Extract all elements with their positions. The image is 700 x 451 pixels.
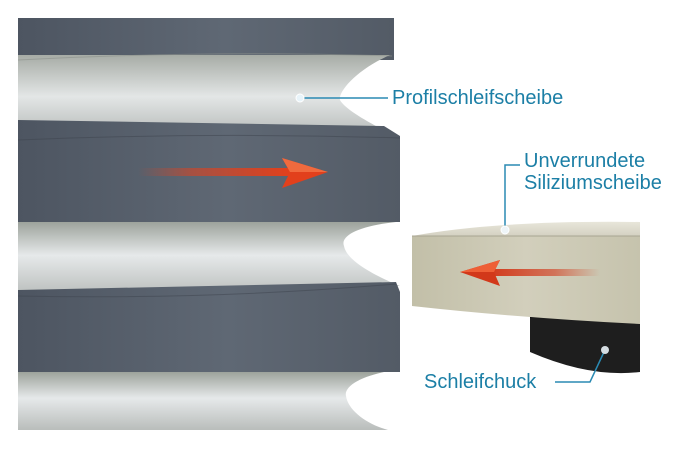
label-grinding-chuck: Schleifchuck xyxy=(424,371,537,393)
label-wafer-line1: Unverrundete xyxy=(524,150,646,172)
label-profile-grinding-wheel: Profilschleifscheibe xyxy=(392,87,564,109)
wheel-band-bottom xyxy=(18,282,400,372)
wheel-groove-upper xyxy=(18,55,400,138)
wheel-groove-bottom xyxy=(18,372,388,430)
wheel-band-top xyxy=(18,18,394,60)
leader-lines xyxy=(295,93,609,383)
grinding-wheel xyxy=(17,18,401,430)
arrow-left-icon xyxy=(460,260,600,286)
arrow-right-icon xyxy=(138,158,328,188)
silicon-wafer xyxy=(412,221,640,324)
label-wafer-line2: Siliziumscheibe xyxy=(524,172,662,194)
wheel-groove-lower xyxy=(18,222,400,296)
